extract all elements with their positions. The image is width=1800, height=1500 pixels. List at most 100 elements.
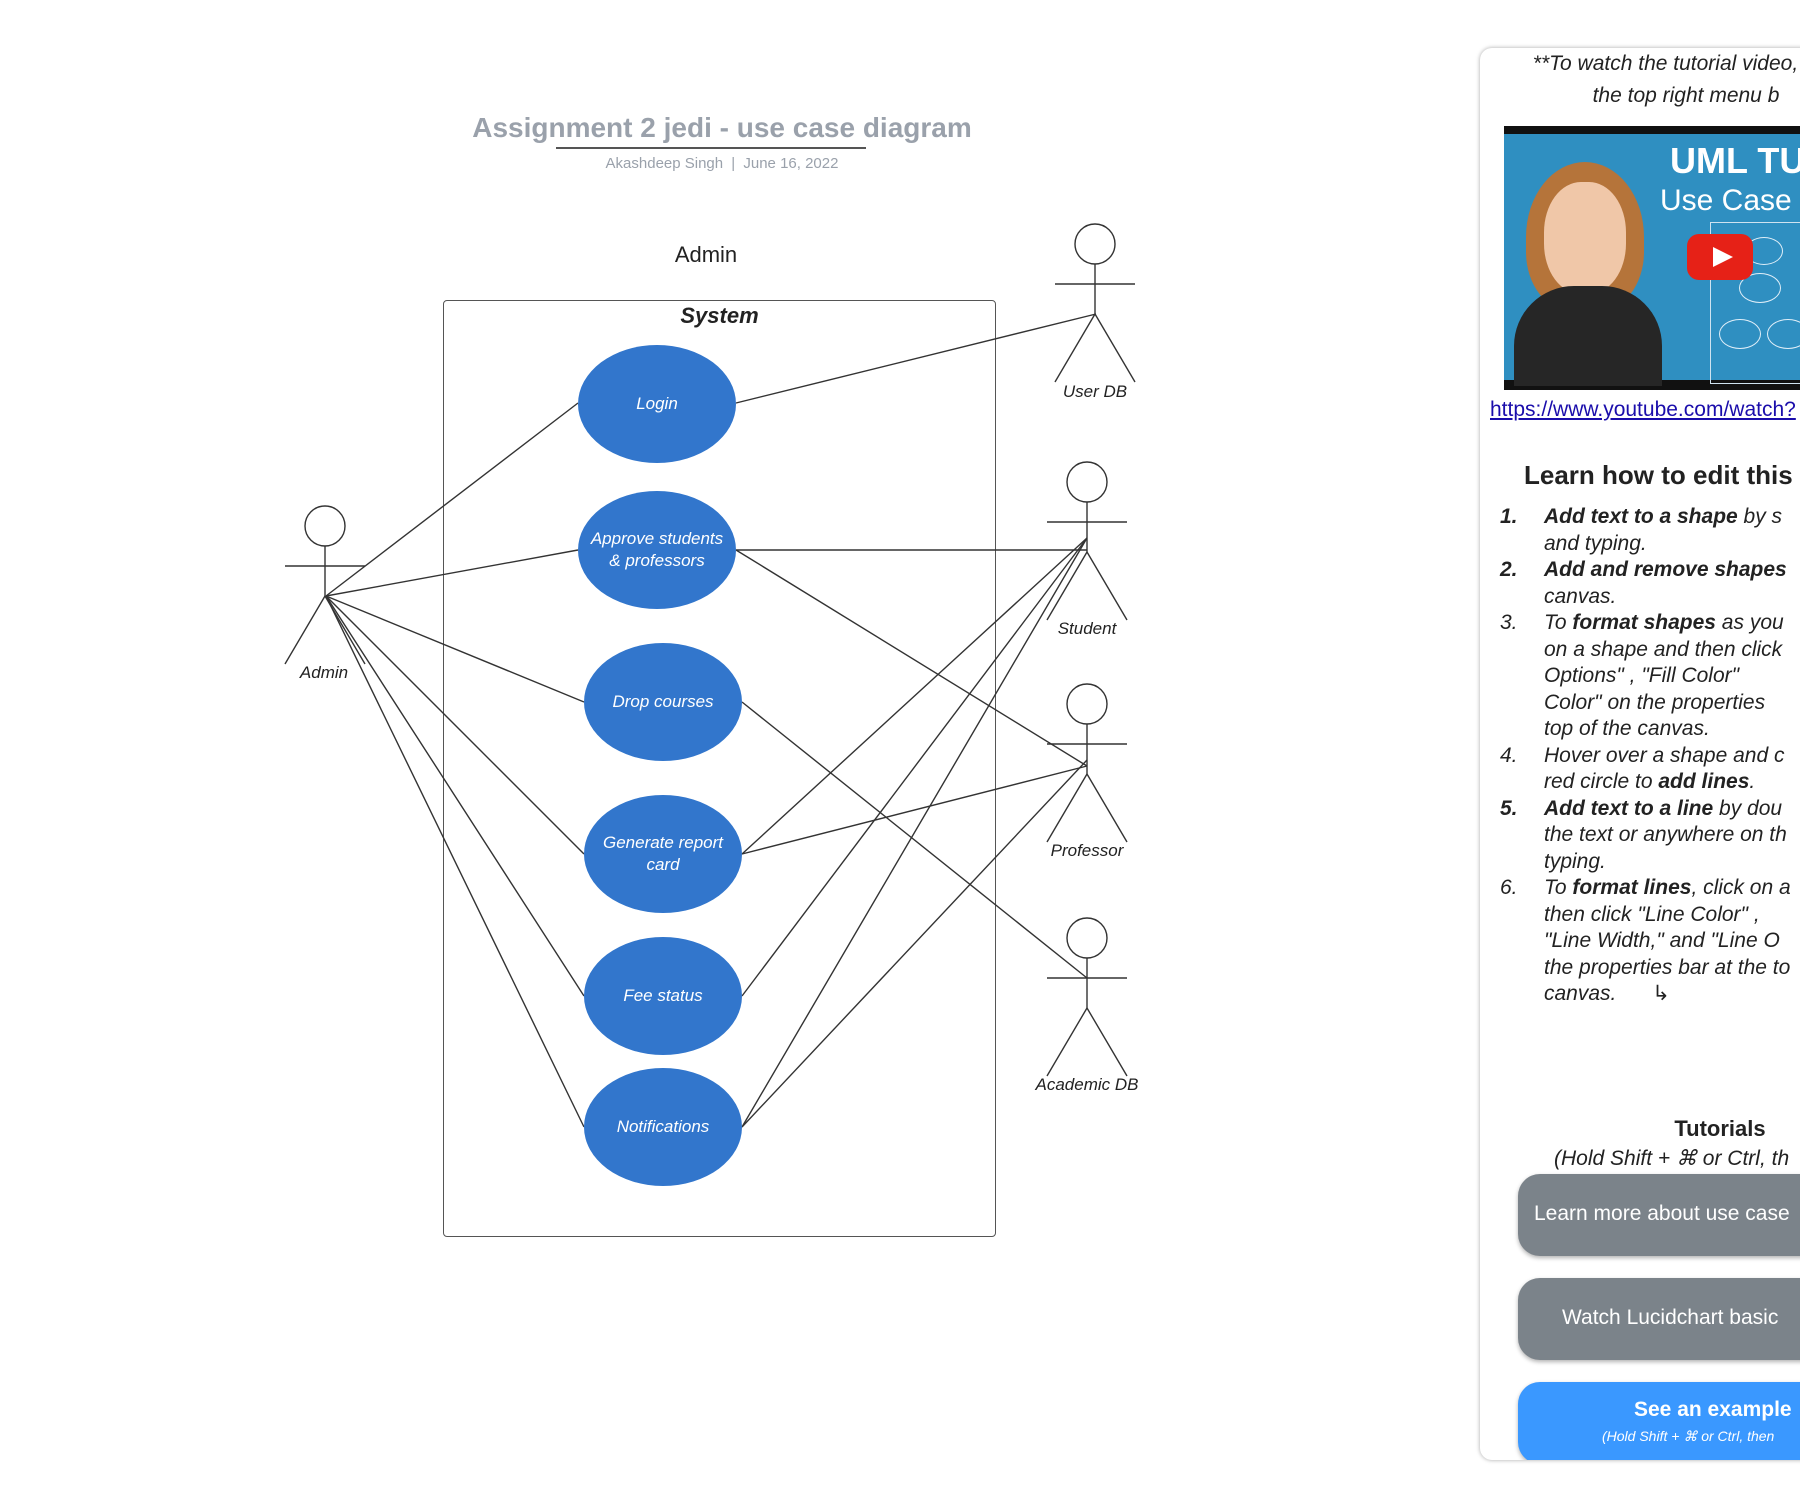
learn-more-use-case-button[interactable]: Learn more about use case	[1518, 1174, 1800, 1256]
system-caption[interactable]: Admin	[674, 242, 738, 267]
system-boundary[interactable]: System	[443, 300, 996, 1237]
actor-student-figure[interactable]	[1044, 460, 1134, 624]
usecase-login[interactable]: Login	[578, 345, 736, 463]
see-example-button-label: See an example	[1634, 1398, 1792, 1421]
actor-professor-label: Professor	[1050, 841, 1124, 860]
play-icon[interactable]	[1687, 234, 1753, 280]
youtube-link[interactable]: https://www.youtube.com/watch?	[1490, 398, 1796, 421]
tutorials-subtext: (Hold Shift + ⌘ or Ctrl, th	[1554, 1147, 1790, 1170]
assoc-notif-student	[741, 537, 1088, 1128]
thumbnail-diagram	[1710, 222, 1800, 384]
step-text: then click "Line Color" ,	[1544, 902, 1760, 926]
step-text: To	[1544, 876, 1573, 899]
step-text: the properties bar at the to	[1544, 955, 1791, 979]
see-example-button[interactable]: See an example (Hold Shift + ⌘ or Ctrl, …	[1518, 1382, 1800, 1460]
assoc-login-userdb	[735, 313, 1097, 404]
actor-admin-figure[interactable]	[282, 504, 372, 668]
title-underline	[556, 147, 866, 149]
step-text: "Line Width," and "Line O	[1544, 929, 1780, 952]
watch-lucidchart-basics-button[interactable]: Watch Lucidchart basic	[1518, 1278, 1800, 1360]
step-number: 2.	[1500, 558, 1518, 581]
step-text: and typing.	[1544, 531, 1647, 555]
step-text-bold: Add and remove shapes	[1544, 558, 1787, 581]
assoc-report-student	[741, 537, 1088, 855]
use-case-diagram: Assignment 2 jedi - use case diagram Aka…	[282, 112, 1142, 1237]
actor-academicdb-label: Academic DB	[1035, 1075, 1139, 1094]
assoc-notif-professor	[741, 759, 1088, 1128]
diagram-title[interactable]: Assignment 2 jedi - use case diagram	[472, 112, 972, 143]
step-text: canvas.	[1544, 982, 1617, 1005]
step-text: Color" on the properties	[1544, 690, 1766, 714]
learn-heading: Learn how to edit this	[1524, 460, 1793, 490]
watch-basics-button-label: Watch Lucidchart basic	[1562, 1306, 1779, 1329]
tutorial-video-thumbnail[interactable]: UML TUT Use Case	[1504, 126, 1800, 390]
presenter-body	[1514, 286, 1662, 386]
usecase-generate-report-card[interactable]: Generate report card	[584, 795, 742, 913]
diagram-subtitle: Akashdeep Singh | June 16, 2022	[522, 155, 922, 172]
actor-academicdb-figure[interactable]	[1044, 916, 1134, 1080]
subtitle-separator: |	[731, 155, 736, 172]
step-text: canvas.	[1544, 584, 1617, 608]
usecase-fee-status[interactable]: Fee status	[584, 937, 742, 1055]
assoc-admin-drop	[325, 595, 585, 703]
assoc-drop-academicdb	[741, 701, 1088, 979]
step-number: 4.	[1500, 743, 1518, 767]
step-number: 3.	[1500, 611, 1518, 634]
video-instruction-line2: the top right menu b	[1592, 84, 1780, 107]
step-text-bold: add lines	[1658, 770, 1750, 793]
assoc-report-professor	[741, 765, 1088, 855]
step-text: top of the canvas.	[1544, 717, 1710, 740]
tutorial-panel[interactable]: **To watch the tutorial video, cl the to…	[1480, 48, 1800, 1460]
assoc-admin-report	[325, 595, 585, 855]
video-instruction-line1: **To watch the tutorial video, cl	[1532, 52, 1800, 75]
step-2: 2. Add and remove shapes canvas.	[1500, 557, 1800, 610]
video-instruction-note: **To watch the tutorial video, cl the to…	[1486, 48, 1800, 112]
instruction-steps: 1. Add text to a shape by s and typing. …	[1500, 504, 1800, 1008]
assoc-admin-notif	[325, 595, 585, 1128]
step-text: on a shape and then click	[1544, 637, 1783, 661]
step-5: 5. Add text to a line by dou the text or…	[1500, 796, 1800, 876]
actor-professor-figure[interactable]	[1044, 682, 1134, 846]
step-text: the text or anywhere on th	[1544, 823, 1787, 846]
step-4: 4. Hover over a shape and c red circle t…	[1500, 743, 1800, 796]
step-text: , click on a	[1691, 876, 1791, 899]
actor-student-label: Student	[1057, 619, 1117, 638]
association-lines	[325, 313, 1097, 1128]
step-3: 3. To format shapes as you on a shape an…	[1500, 610, 1800, 743]
step-text: To	[1544, 611, 1573, 634]
see-example-button-sublabel: (Hold Shift + ⌘ or Ctrl, then	[1602, 1428, 1775, 1444]
step-text: by s	[1737, 505, 1783, 528]
usecase-approve-students-professors[interactable]: Approve students & professors	[578, 491, 736, 609]
assoc-fee-student	[741, 537, 1088, 997]
usecase-notifications[interactable]: Notifications	[584, 1068, 742, 1186]
assoc-admin-fee	[325, 595, 585, 997]
system-boundary-label: System	[680, 303, 759, 328]
assoc-approve-professor	[735, 549, 1088, 767]
actor-userdb-label: User DB	[1062, 382, 1128, 401]
diagram-date: June 16, 2022	[743, 155, 839, 172]
step-6: 6. To format lines, click on a then clic…	[1500, 875, 1800, 1008]
usecase-drop-courses[interactable]: Drop courses	[584, 643, 742, 761]
assoc-admin-approve	[325, 549, 579, 597]
step-text: Options" , "Fill Color"	[1544, 664, 1740, 687]
step-text-bold: Add text to a line	[1544, 796, 1714, 820]
step-text-bold: format shapes	[1572, 611, 1716, 634]
assoc-admin-login	[325, 402, 579, 597]
line-style-icon: ↳	[1652, 982, 1670, 1005]
step-text: .	[1749, 770, 1756, 793]
video-title-text: UML TUT	[1670, 140, 1800, 181]
step-text: as you	[1715, 611, 1784, 634]
step-text-bold: Add text to a shape	[1544, 505, 1738, 528]
video-subtitle-text: Use Case	[1660, 184, 1792, 217]
author-name: Akashdeep Singh	[605, 155, 724, 172]
actor-userdb-figure[interactable]	[1052, 222, 1142, 386]
step-text: Hover over a shape and c	[1544, 743, 1785, 767]
presenter-face	[1544, 182, 1626, 294]
step-text: typing.	[1544, 849, 1606, 873]
step-text: by dou	[1713, 796, 1783, 820]
tutorials-heading: Tutorials	[1674, 1116, 1766, 1141]
step-text: red circle to	[1544, 770, 1659, 793]
step-number: 6.	[1500, 876, 1518, 899]
actor-admin-label: Admin	[299, 663, 349, 682]
